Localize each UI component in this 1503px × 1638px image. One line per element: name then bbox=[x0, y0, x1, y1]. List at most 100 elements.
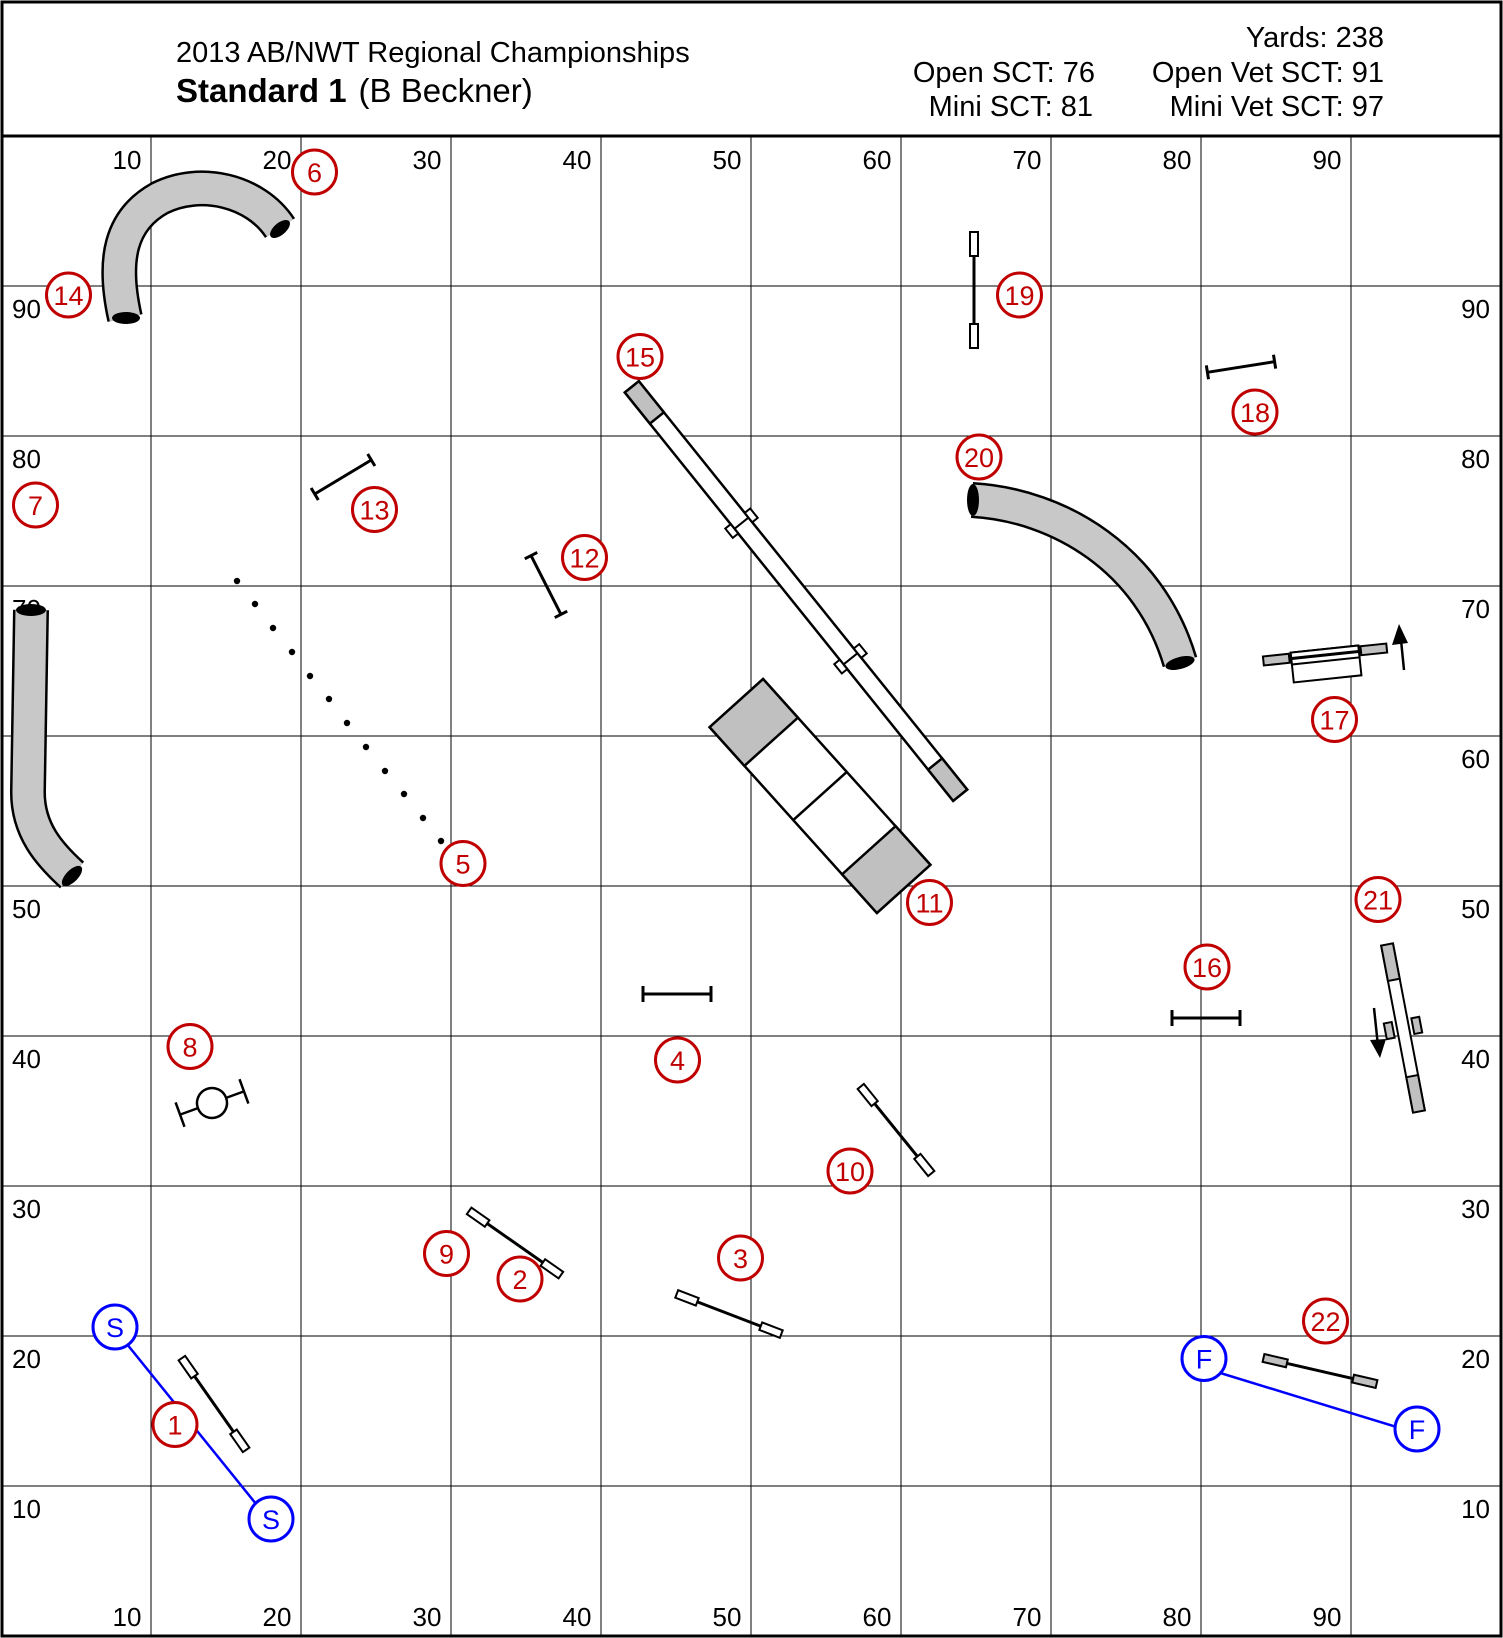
obstacle-number-label: 8 bbox=[182, 1033, 197, 1063]
obstacle-number-label: 3 bbox=[733, 1244, 748, 1274]
obstacle-number-label: 17 bbox=[1319, 706, 1349, 736]
obstacle-number-circle bbox=[654, 1036, 701, 1084]
tunnel-opening bbox=[112, 312, 140, 324]
seesaw bbox=[1380, 942, 1426, 1114]
obstacle-number-circle bbox=[45, 271, 92, 319]
open-sct-text: Open SCT: 76 bbox=[913, 57, 1095, 89]
finish-marker-circle bbox=[1393, 1405, 1441, 1453]
obstacle-number: 2 bbox=[496, 1255, 544, 1303]
contact-zone bbox=[1380, 942, 1401, 983]
obstacle-number-circle bbox=[1231, 388, 1279, 436]
tunnel-opening bbox=[1165, 656, 1195, 670]
obstacle-number: 13 bbox=[351, 486, 398, 533]
tunnel-opening bbox=[270, 220, 290, 238]
obstacle-number-circle bbox=[717, 1234, 764, 1282]
obstacle-number-circle bbox=[561, 534, 608, 581]
x-tick-label: 40 bbox=[563, 145, 592, 175]
obstacle-number-circle bbox=[351, 486, 398, 533]
obstacle-number-label: 20 bbox=[964, 443, 994, 473]
obstacle-number-circle bbox=[166, 1023, 214, 1070]
x-tick-label: 80 bbox=[1163, 1602, 1192, 1632]
double-jump bbox=[1261, 642, 1389, 684]
y-tick-label: 80 bbox=[12, 444, 41, 474]
y-axis-right-labels: 90 80 70 60 50 40 30 20 10 bbox=[1461, 294, 1490, 1524]
obstacle-number-circle bbox=[439, 840, 487, 887]
contact-zone bbox=[623, 379, 666, 426]
jump-19 bbox=[969, 231, 979, 349]
start-marker: S bbox=[247, 1495, 295, 1543]
jump-10 bbox=[856, 1082, 936, 1178]
obstacle-number-circle bbox=[955, 433, 1003, 481]
finish-marker-label: F bbox=[1409, 1415, 1426, 1445]
obstacle-number-circle bbox=[151, 1401, 199, 1448]
y-tick-label: 50 bbox=[12, 894, 41, 924]
y-tick-label: 70 bbox=[1461, 594, 1490, 624]
y-tick-label: 40 bbox=[12, 1044, 41, 1074]
obstacle-number-circle bbox=[496, 1255, 544, 1303]
tunnel-opening bbox=[16, 604, 46, 616]
class-name: Standard 1 bbox=[176, 72, 347, 109]
y-tick-label: 90 bbox=[12, 294, 41, 324]
tunnel-opening bbox=[967, 484, 979, 516]
obstacle-number: 21 bbox=[1354, 876, 1402, 923]
mini-vet-sct-text: Mini Vet SCT: 97 bbox=[1170, 91, 1384, 123]
obstacle-number-label: 12 bbox=[569, 544, 599, 574]
obstacle-number-circle bbox=[616, 333, 664, 380]
tire-jump bbox=[174, 1078, 250, 1128]
x-tick-label: 70 bbox=[1013, 145, 1042, 175]
obstacle-number: 18 bbox=[1231, 388, 1279, 436]
obstacle-number-label: 16 bbox=[1192, 953, 1222, 983]
y-tick-label: 10 bbox=[1461, 1494, 1490, 1524]
jump-2 bbox=[465, 1206, 565, 1280]
obstacle-number-circle bbox=[1311, 696, 1358, 743]
jump-22 bbox=[1261, 1352, 1379, 1390]
y-tick-label: 50 bbox=[1461, 894, 1490, 924]
obstacle-number: 22 bbox=[1302, 1297, 1349, 1345]
obstacle-number-label: 18 bbox=[1240, 398, 1270, 428]
y-tick-label: 80 bbox=[1461, 444, 1490, 474]
tunnel-right bbox=[967, 482, 1198, 670]
seesaw-direction-arrow bbox=[1370, 1007, 1386, 1058]
obstacle-number-label: 19 bbox=[1004, 281, 1034, 311]
jump-direction-arrow bbox=[1392, 624, 1408, 671]
weave-poles bbox=[233, 577, 445, 845]
jump-16 bbox=[1170, 1010, 1242, 1026]
obstacle-number: 15 bbox=[616, 333, 664, 380]
obstacle-number-label: 22 bbox=[1310, 1307, 1340, 1337]
obstacle-number-label: 7 bbox=[28, 491, 43, 521]
obstacle-number-label: 9 bbox=[439, 1240, 454, 1270]
x-tick-label: 20 bbox=[263, 145, 292, 175]
jump-13 bbox=[309, 453, 377, 501]
finish-marker-circle bbox=[1180, 1335, 1228, 1382]
obstacle-number-circle bbox=[1183, 943, 1231, 991]
jump-4 bbox=[641, 986, 713, 1002]
obstacle-number-circle bbox=[291, 148, 338, 196]
obstacle-number-circle bbox=[826, 1147, 874, 1195]
obstacle-number: 3 bbox=[717, 1234, 764, 1282]
x-tick-label: 40 bbox=[563, 1602, 592, 1632]
finish-line bbox=[1203, 1366, 1417, 1435]
jump-18 bbox=[1204, 354, 1278, 380]
y-tick-label: 30 bbox=[12, 1194, 41, 1224]
start-marker-label: S bbox=[262, 1505, 280, 1535]
y-tick-label: 20 bbox=[1461, 1344, 1490, 1374]
y-tick-label: 40 bbox=[1461, 1044, 1490, 1074]
obstacle-number: 8 bbox=[166, 1023, 214, 1070]
obstacle-number: 16 bbox=[1183, 943, 1231, 991]
mini-sct-text: Mini SCT: 81 bbox=[929, 91, 1093, 123]
obstacle-number-circle bbox=[996, 271, 1043, 319]
tunnel-opening bbox=[61, 865, 83, 887]
obstacle-number: 11 bbox=[906, 879, 953, 926]
obstacle-number: 12 bbox=[561, 534, 608, 581]
y-tick-label: 60 bbox=[1461, 744, 1490, 774]
obstacle-number: 20 bbox=[955, 433, 1003, 481]
x-tick-label: 70 bbox=[1013, 1602, 1042, 1632]
x-tick-label: 30 bbox=[413, 1602, 442, 1632]
obstacle-number: 17 bbox=[1311, 696, 1358, 743]
x-tick-label: 10 bbox=[113, 145, 142, 175]
yards-text: Yards: 238 bbox=[1246, 22, 1384, 54]
obstacle-number-label: 10 bbox=[835, 1157, 865, 1187]
